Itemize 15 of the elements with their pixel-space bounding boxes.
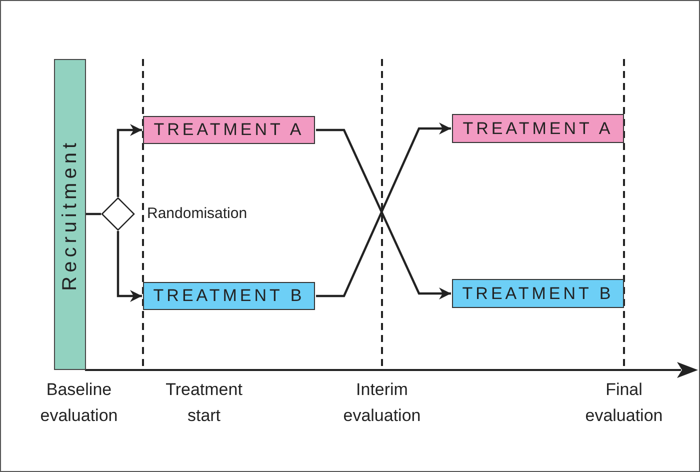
recruitment-bar: [54, 59, 86, 370]
bar-label: Recruitment: [58, 138, 82, 290]
timepoint-label: Treatment start: [164, 379, 244, 427]
arrow: [116, 231, 142, 302]
node-caption: Randomisation: [147, 205, 248, 222]
treatment-box: TREATMENT B: [452, 279, 624, 308]
arrow: [116, 124, 142, 197]
connector-line: [86, 212, 101, 216]
timepoint-label: Final evaluation: [584, 379, 664, 427]
timepoint-label: Baseline evaluation: [39, 379, 119, 427]
treatment-box: TREATMENT B: [143, 282, 315, 310]
treatment-box: TREATMENT A: [143, 116, 315, 144]
decision-diamond: [101, 197, 135, 231]
timepoint-label: Interim evaluation: [342, 379, 422, 427]
treatment-box: TREATMENT A: [452, 114, 624, 143]
